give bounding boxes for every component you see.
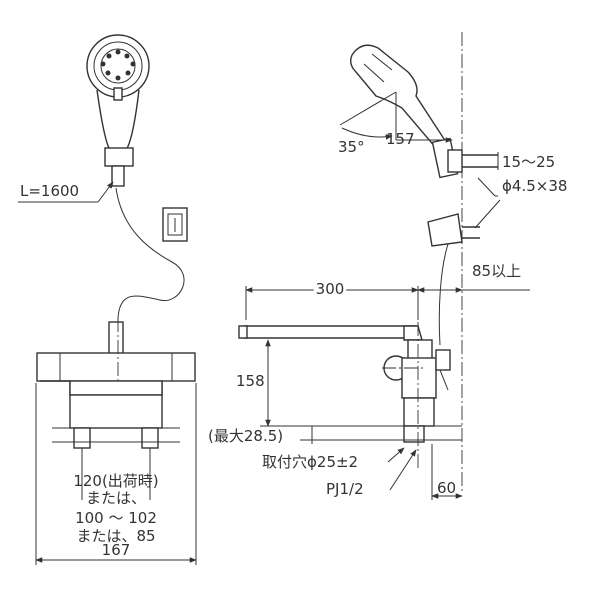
shower-head-side (349, 44, 459, 179)
spacing-alt-word-1: または、 (86, 489, 146, 507)
hose-length-label: L=1600 (20, 182, 79, 200)
faucet-body-side (383, 339, 451, 443)
bracket-lower (427, 213, 480, 247)
screw-size-label: ϕ4.5×38 (502, 177, 567, 195)
shower-head-front (86, 34, 150, 187)
angle-label: 35° (338, 138, 365, 156)
height-label: 158 (236, 372, 265, 390)
shower-hose (115, 187, 185, 319)
front-view: L=1600 120(出荷時) または、 100 ～ 102 または、85 16… (18, 34, 197, 565)
spacing-alt-range-label: 100 ～ 102 (75, 509, 157, 527)
wall-offset-label: 60 (437, 479, 456, 497)
bracket-range-label: 15～25 (502, 153, 555, 171)
mounting-spacing-label: 120(出荷時) (73, 472, 158, 490)
overall-width-label: 167 (102, 541, 131, 559)
thread-label: PJ1/2 (326, 480, 364, 498)
wall-bracket-front (162, 207, 188, 242)
spout-reach-label: 300 (316, 280, 345, 298)
side-view: 35° 157 15～25 ϕ4.5×38 300 85以上 158 (最大28… (208, 32, 567, 500)
spacing-alt-2-label: または、85 (76, 527, 155, 545)
head-distance-label: 157 (386, 130, 415, 148)
faucet-body-front (36, 321, 196, 449)
mounting-hole-label: 取付穴ϕ25±2 (262, 453, 358, 471)
spout-side (238, 325, 423, 341)
wall-clearance-label: 85以上 (472, 262, 521, 280)
max-thickness-label: (最大28.5) (208, 427, 283, 445)
bracket-upper (447, 149, 499, 173)
